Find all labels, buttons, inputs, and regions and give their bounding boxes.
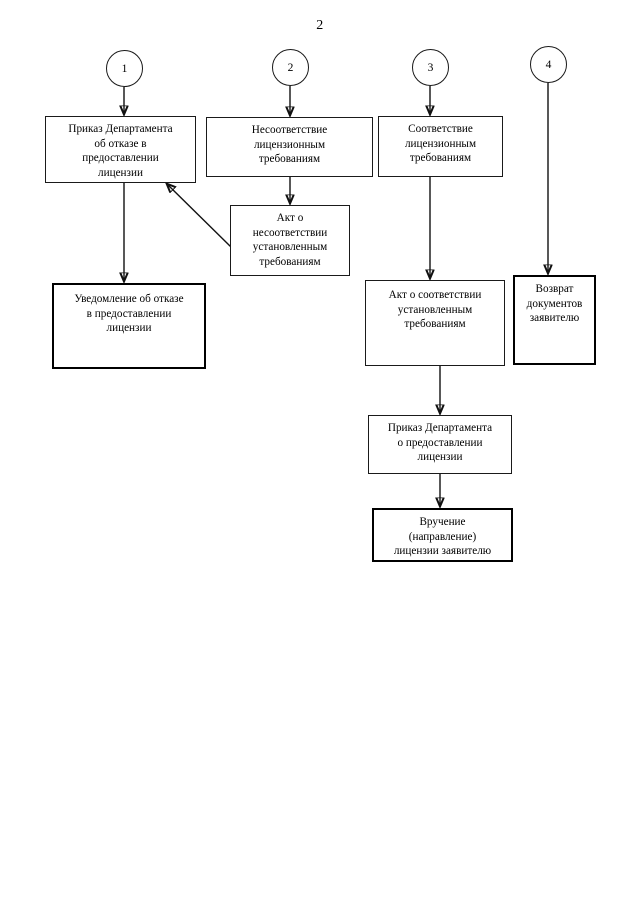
node-notice-refusal-text: Уведомление об отказе в предоставлении л… [74, 293, 184, 335]
node-delivery: Вручение (направление) лицензии заявител… [372, 508, 513, 562]
node-act-noncompliance-text: Акт о несоответствии установленным требо… [252, 212, 328, 268]
connector-circle-4-label: 4 [545, 58, 552, 71]
node-act-compliance: Акт о соответствии установленным требова… [365, 280, 505, 366]
node-return-documents: Возврат документов заявителю [513, 275, 596, 365]
node-noncompliance: Несоответствие лицензионным требованиям [206, 117, 373, 177]
connector-circle-4: 4 [530, 46, 567, 83]
node-noncompliance-text: Несоответствие лицензионным требованиям [251, 124, 328, 166]
page-number: 2 [316, 18, 324, 33]
connector-circle-3-label: 3 [427, 61, 434, 74]
node-act-noncompliance: Акт о несоответствии установленным требо… [230, 205, 350, 276]
connector-circle-1-label: 1 [121, 62, 128, 75]
edge-act-noncompliance-to-order-refusal [167, 184, 232, 248]
connector-circle-3: 3 [412, 49, 449, 86]
node-act-compliance-text: Акт о соответствии установленным требова… [388, 289, 482, 331]
connector-circle-1: 1 [106, 50, 143, 87]
connector-circle-2-label: 2 [287, 61, 294, 74]
node-compliance: Соответствие лицензионным требованиям [378, 116, 503, 177]
node-return-documents-text: Возврат документов заявителю [526, 283, 583, 325]
node-order-refusal: Приказ Департамента об отказе в предоста… [45, 116, 196, 183]
node-notice-refusal: Уведомление об отказе в предоставлении л… [52, 283, 206, 369]
node-order-grant: Приказ Департамента о предоставлении лиц… [368, 415, 512, 474]
node-order-refusal-text: Приказ Департамента об отказе в предоста… [68, 123, 173, 179]
node-delivery-text: Вручение (направление) лицензии заявител… [393, 516, 492, 558]
node-compliance-text: Соответствие лицензионным требованиям [404, 123, 477, 165]
connector-circle-2: 2 [272, 49, 309, 86]
node-order-grant-text: Приказ Департамента о предоставлении лиц… [387, 422, 493, 464]
